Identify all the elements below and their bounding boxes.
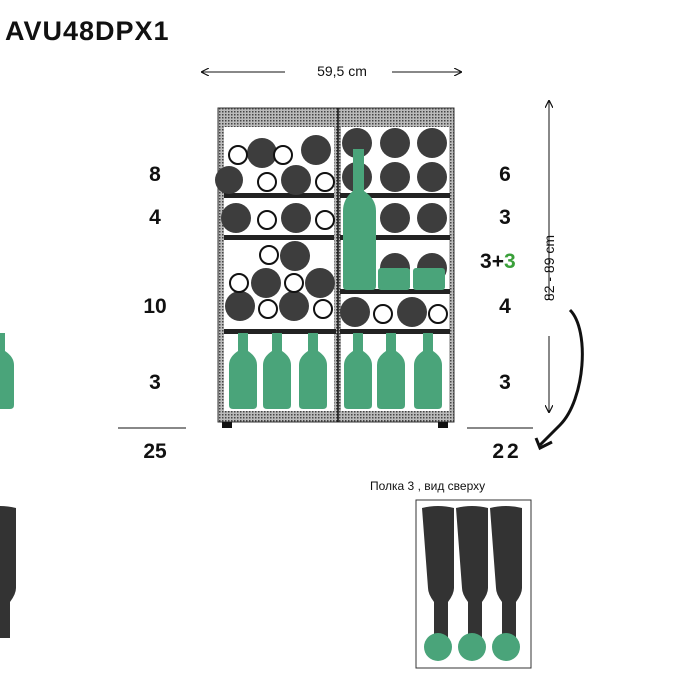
- left-count-4: 3: [149, 371, 161, 394]
- left-count-3: 10: [143, 295, 167, 318]
- mixed-a: 3: [480, 250, 492, 273]
- model-title: AVU48DPX1: [5, 16, 170, 46]
- left-total: 25: [143, 440, 167, 463]
- width-label: 59,5 cm: [317, 63, 367, 79]
- top-view-bottles: [0, 506, 522, 638]
- right-count-1: 6: [499, 163, 511, 186]
- mixed-plus: +: [491, 250, 504, 273]
- curved-arrow: [538, 308, 584, 447]
- left-count-2: 4: [149, 206, 161, 229]
- shelves: [224, 193, 450, 334]
- right-count-2: 3: [499, 206, 511, 229]
- right-count-3: 4: [499, 295, 511, 318]
- right-count-4: 3: [499, 371, 511, 394]
- bottles-hollow: [228, 145, 448, 324]
- top-view-caption: Полка 3 , вид сверху: [370, 479, 486, 493]
- left-count-1: 8: [149, 163, 161, 186]
- right-total: 22: [492, 440, 522, 463]
- bottles-green: [0, 149, 445, 409]
- mixed-b: 3: [503, 250, 516, 273]
- right-count-mixed: 3+3: [480, 250, 516, 274]
